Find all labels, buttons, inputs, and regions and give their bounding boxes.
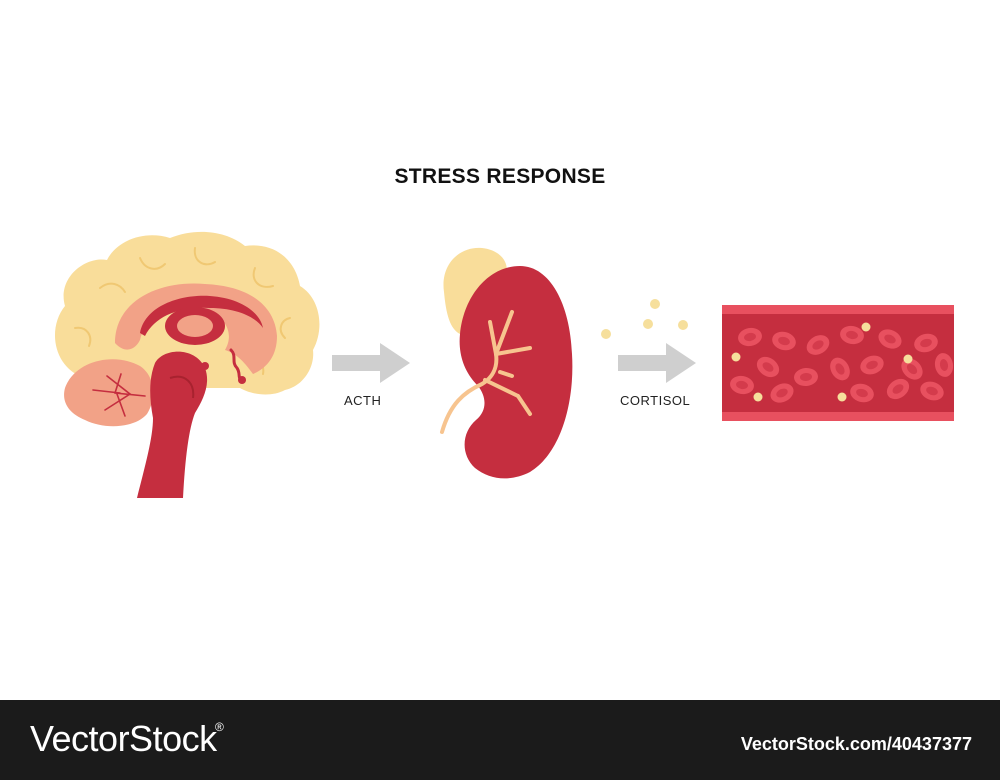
- cortisol-molecules: [601, 299, 688, 339]
- watermark-footer: VectorStock ® VectorStock.com/40437377: [0, 700, 1000, 780]
- image-id-text: VectorStock.com/40437377: [740, 734, 972, 754]
- corpus-callosum: [140, 295, 263, 336]
- cerebellum: [64, 359, 154, 427]
- pituitary: [238, 376, 246, 384]
- blood-vessel-illustration: [722, 305, 955, 421]
- cortisol-label: CORTISOL: [620, 393, 691, 408]
- brain-illustration: [54, 231, 320, 498]
- cerebellum-branches: [92, 373, 146, 417]
- acth-label: ACTH: [344, 393, 382, 408]
- gyri-lines: [74, 247, 291, 375]
- diagram-canvas: STRESS RESPONSE: [54, 165, 955, 498]
- brand-logo: VectorStock: [30, 718, 217, 759]
- kidney: [459, 266, 573, 479]
- cortisol-particles: [731, 322, 913, 402]
- arrow-acth: [332, 343, 410, 383]
- diagram-title: STRESS RESPONSE: [394, 165, 606, 188]
- trademark-symbol: ®: [215, 720, 224, 734]
- kidney-illustration: [440, 247, 573, 479]
- renal-vessels: [440, 310, 532, 434]
- arrow-cortisol: [618, 343, 696, 383]
- adrenal-gland: [443, 247, 507, 334]
- brainstem: [137, 351, 208, 498]
